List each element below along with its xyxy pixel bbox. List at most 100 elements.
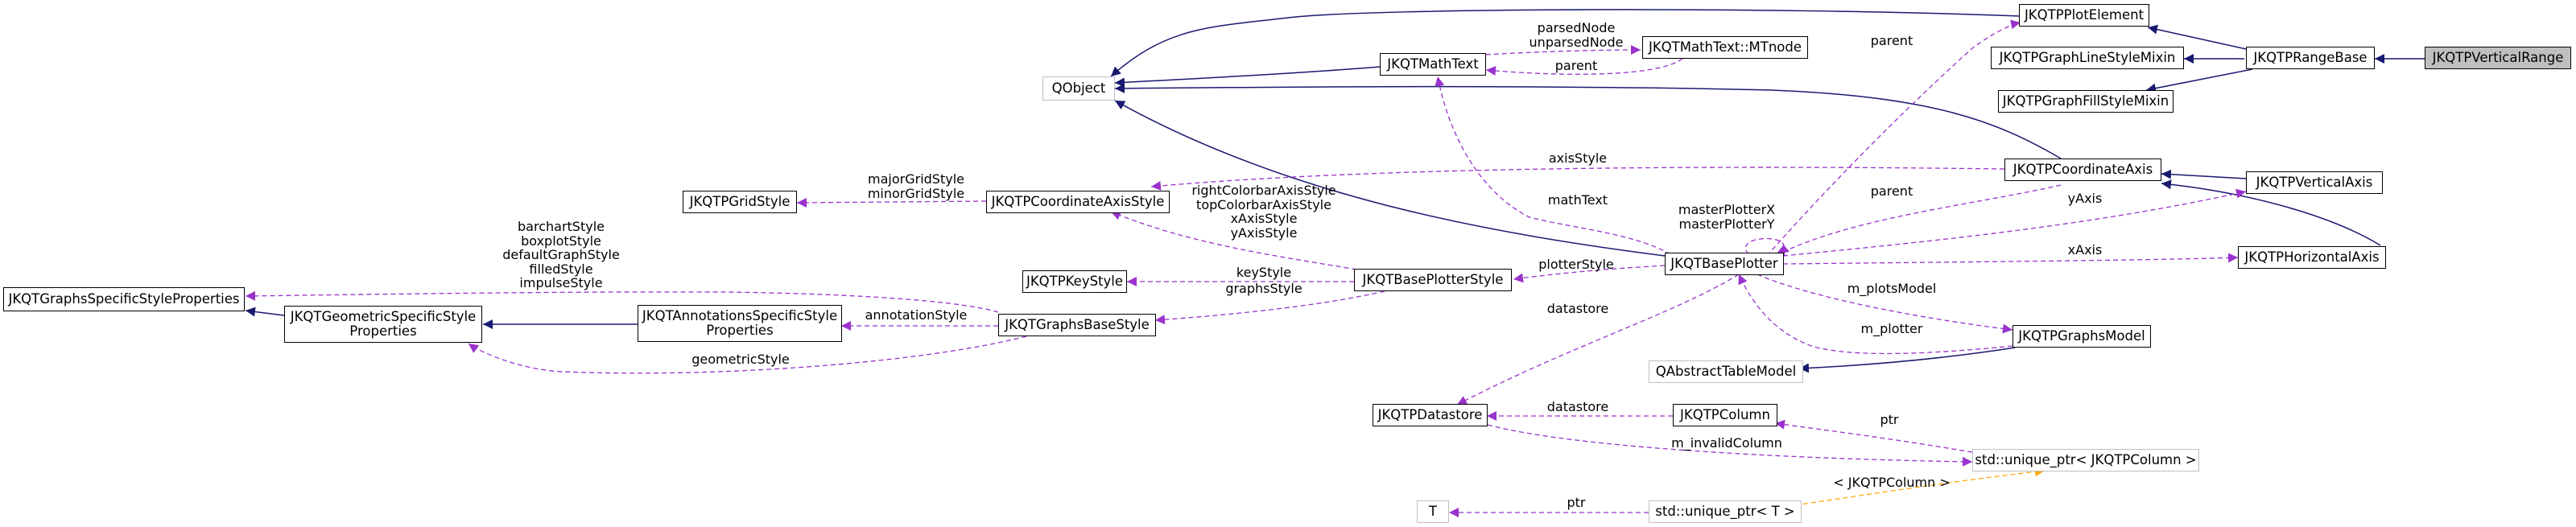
node-jkqtmathtext[interactable]: JKQTMathText — [1380, 53, 1486, 76]
node-jkqtpgraphlinestylemixin[interactable]: JKQTPGraphLineStyleMixin — [1991, 47, 2184, 69]
label-barchart-style: barchartStyle — [518, 219, 605, 234]
geometric-style-line2: Properties — [349, 323, 417, 339]
label-impulse-style: impulseStyle — [519, 275, 603, 291]
edge-baseplotter-plotelement-parent — [1766, 19, 2021, 257]
node-jkqtbaseplotterstyle[interactable]: JKQTBasePlotterStyle — [1354, 269, 1512, 291]
label-default-graph-style: defaultGraphStyle — [502, 247, 620, 263]
label-m-plotter: m_plotter — [1860, 321, 1923, 336]
edge-qobject-coordinateaxis — [1114, 83, 2062, 159]
label-geometric-style: geometricStyle — [691, 352, 790, 367]
label-plots-model: m_plotsModel — [1847, 281, 1937, 296]
edge-graphsbasestyle-baseplotterstyle — [1154, 290, 1385, 325]
node-jkqtphorizontalaxis[interactable]: JKQTPHorizontalAxis — [2238, 246, 2386, 269]
node-jkqtprangebase[interactable]: JKQTPRangeBase — [2246, 47, 2375, 69]
label-template-arg: < JKQTPColumn > — [1833, 475, 1951, 490]
label-y-axis: yAxis — [2067, 191, 2103, 206]
node-jkqtpplotelement[interactable]: JKQTPPlotElement — [2019, 4, 2149, 27]
edge-mathtext-baseplotter — [1435, 76, 1671, 255]
edge-geometricstyle-graphsbasestyle — [468, 336, 1027, 374]
label-plotter-style: plotterStyle — [1538, 257, 1614, 272]
edge-graphsmodel-baseplotter — [1757, 274, 2013, 334]
label-specific-styles: barchartStyle boxplotStyle defaultGraphS… — [502, 220, 620, 290]
label-math-text: mathText — [1547, 192, 1608, 208]
node-jkqtpcoordinateaxis[interactable]: JKQTPCoordinateAxis — [2004, 159, 2161, 181]
edge-baseplotterstyle-baseplotter — [1513, 265, 1666, 283]
label-minor-grid: minorGridStyle — [867, 185, 965, 201]
label-boxplot-style: boxplotStyle — [521, 233, 601, 249]
edge-coordinateaxisstyle-coordinateaxis — [1150, 167, 2005, 191]
edge-graphsspecific-geometricstyle — [245, 307, 285, 317]
node-jkqtbaseplotter[interactable]: JKQTBasePlotter — [1665, 253, 1784, 275]
edge-column-uniqueptr — [1774, 419, 1973, 453]
label-grid-styles: majorGridStyle minorGridStyle — [868, 172, 964, 200]
edge-plotelement-rangebase — [2147, 24, 2251, 51]
node-jkqtpgraphfillstylemixin[interactable]: JKQTPGraphFillStyleMixin — [1998, 90, 2174, 113]
annotations-style-line1: JKQTAnnotationsSpecificStyle — [642, 307, 838, 323]
node-jkqtpgraphsmodel[interactable]: JKQTPGraphsModel — [2013, 325, 2151, 348]
edge-datastore-baseplotter — [1456, 274, 1740, 406]
node-qabstracttablemodel: QAbstractTableModel — [1649, 360, 1803, 383]
label-x-axis: xAxis — [2067, 242, 2103, 257]
edge-graphsspecific-graphsbasestyle — [245, 290, 999, 313]
label-y-axis-style: yAxisStyle — [1230, 224, 1298, 241]
edge-baseplotter-graphsmodel-mplotter — [1738, 274, 2013, 355]
label-ptr-column: ptr — [1880, 412, 1899, 427]
label-plotelement-parent: parent — [1870, 33, 1913, 48]
node-jkqtannotationsspecificstyleproperties[interactable]: JKQTAnnotationsSpecificStyle Properties — [638, 305, 842, 342]
label-master-plotter-y: masterPlotterY — [1678, 216, 1775, 232]
node-std-unique-ptr-jkqtpcolumn: std::unique_ptr< JKQTPColumn > — [1972, 449, 2199, 471]
edge-qobject-baseplotter — [1114, 100, 1666, 257]
edge-qobject-mathtext — [1114, 66, 1381, 88]
label-master-plotter: masterPlotterX masterPlotterY — [1678, 203, 1775, 231]
label-annotation-style: annotationStyle — [865, 307, 968, 323]
label-top-colorbar: topColorbarAxisStyle — [1196, 196, 1331, 212]
edge-gridstyle-coordinateaxisstyle — [796, 197, 987, 208]
node-jkqtpkeystyle[interactable]: JKQTPKeyStyle — [1022, 270, 1127, 293]
label-major-grid: majorGridStyle — [868, 171, 964, 187]
node-qobject: QObject — [1042, 76, 1115, 101]
edge-mtnode-mathtext-parsednode — [1437, 45, 1641, 59]
label-parsed-node-1: parsedNode — [1537, 20, 1616, 35]
node-jkqtpverticalrange[interactable]: JKQTPVerticalRange — [2425, 47, 2571, 69]
label-axis-style: axisStyle — [1548, 150, 1608, 166]
label-key-style: keyStyle — [1236, 265, 1292, 280]
label-right-colorbar: rightColorbarAxisStyle — [1191, 183, 1336, 198]
node-jkqtpcoordinateaxisstyle[interactable]: JKQTPCoordinateAxisStyle — [986, 191, 1170, 213]
edge-horizontalaxis-baseplotter-xaxis — [1782, 253, 2239, 265]
label-graphs-style: graphsStyle — [1225, 281, 1302, 296]
node-jkqtpcolumn[interactable]: JKQTPColumn — [1673, 404, 1777, 426]
node-jkqtgraphsspecificstyleproperties[interactable]: JKQTGraphsSpecificStyleProperties — [3, 287, 245, 311]
label-column-datastore: datastore — [1546, 399, 1609, 414]
label-x-axis-style: xAxisStyle — [1230, 211, 1298, 227]
label-parsed-node-2: unparsedNode — [1529, 34, 1624, 50]
label-invalid-column: m_invalidColumn — [1671, 435, 1782, 451]
edge-baseplotter-coordinateaxis-parent — [1774, 184, 2062, 257]
node-jkqtpdatastore[interactable]: JKQTPDatastore — [1373, 404, 1488, 426]
node-std-unique-ptr-t: std::unique_ptr< T > — [1649, 500, 1802, 523]
label-coordinateaxis-parent: parent — [1870, 183, 1913, 199]
label-master-plotter-x: masterPlotterX — [1678, 202, 1776, 217]
edge-qobject-plotelement — [1110, 9, 2020, 77]
label-ptr-t: ptr — [1567, 495, 1586, 510]
edge-uniqueptrcolumn-datastore — [1487, 424, 1973, 467]
node-jkqtpverticalaxis[interactable]: JKQTPVerticalAxis — [2246, 171, 2383, 194]
node-jkqtpgridstyle[interactable]: JKQTPGridStyle — [683, 191, 797, 213]
node-template-t: T — [1417, 500, 1449, 523]
edge-coordinateaxis-horizontalaxis — [2161, 179, 2381, 246]
label-parsed-node: parsedNode unparsedNode — [1530, 21, 1624, 49]
edge-abstracttablemodel-graphsmodel — [1798, 347, 2016, 373]
node-jkqtmathtext-mtnode[interactable]: JKQTMathText::MTnode — [1642, 36, 1808, 59]
label-datastore: datastore — [1546, 301, 1609, 316]
geometric-style-line1: JKQTGeometricSpecificStyle — [290, 308, 477, 324]
label-mtnode-parent: parent — [1554, 58, 1598, 73]
edge-fillmixin-rangebase — [2145, 68, 2253, 93]
node-jkqtgeometricspecificstyleproperties[interactable]: JKQTGeometricSpecificStyle Properties — [284, 306, 482, 343]
annotations-style-line2: Properties — [706, 323, 774, 338]
edge-coordinateaxisstyle-baseplotterstyle — [1110, 211, 1357, 270]
label-filled-style: filledStyle — [529, 261, 593, 277]
edge-verticalaxis-baseplotter-yaxis — [1782, 188, 2247, 257]
edge-coordinateaxis-verticalaxis — [2161, 169, 2247, 179]
node-jkqtgraphsbasestyle[interactable]: JKQTGraphsBaseStyle — [998, 314, 1156, 336]
label-colorbar-axis-styles: rightColorbarAxisStyle topColorbarAxisSt… — [1191, 183, 1335, 240]
